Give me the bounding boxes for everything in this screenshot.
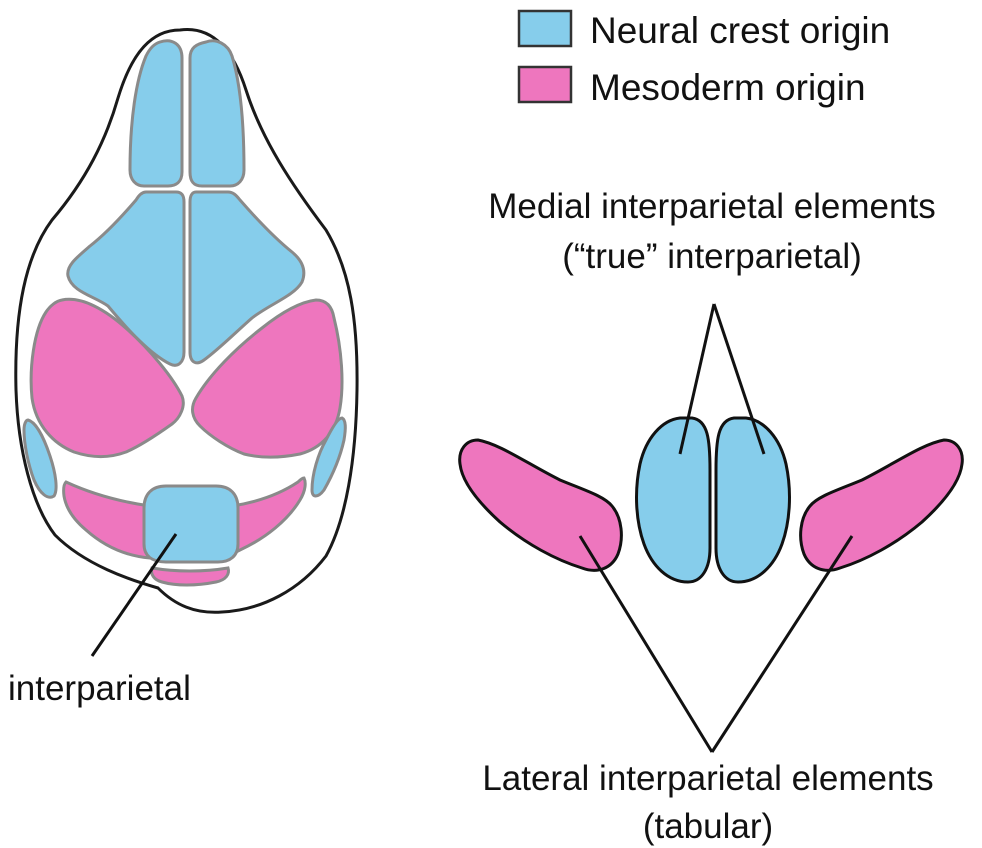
interparietal-bone xyxy=(144,486,238,562)
legend-swatch-neural-crest xyxy=(519,11,571,46)
legend-label-neural-crest: Neural crest origin xyxy=(590,10,890,51)
lateral-elements-title: Lateral interparietal elements xyxy=(482,759,933,798)
interparietal-detail: Medial interparietal elements (“true” in… xyxy=(460,187,963,846)
lateral-elements-subtitle: (tabular) xyxy=(643,807,773,846)
legend-label-mesoderm: Mesoderm origin xyxy=(590,67,866,108)
legend: Neural crest origin Mesoderm origin xyxy=(519,10,890,108)
supraoccipital-sliver xyxy=(151,568,228,585)
medial-interparietal-left xyxy=(637,418,710,582)
lateral-interparietal-right xyxy=(801,440,963,570)
medial-elements-subtitle: (“true” interparietal) xyxy=(562,237,862,276)
skull-dorsal-view: interparietal xyxy=(8,30,357,709)
medial-interparietal-right xyxy=(716,418,789,582)
lateral-interparietal-left xyxy=(460,440,622,570)
legend-swatch-mesoderm xyxy=(519,67,571,102)
medial-elements-title: Medial interparietal elements xyxy=(488,187,935,226)
interparietal-label: interparietal xyxy=(8,669,191,708)
